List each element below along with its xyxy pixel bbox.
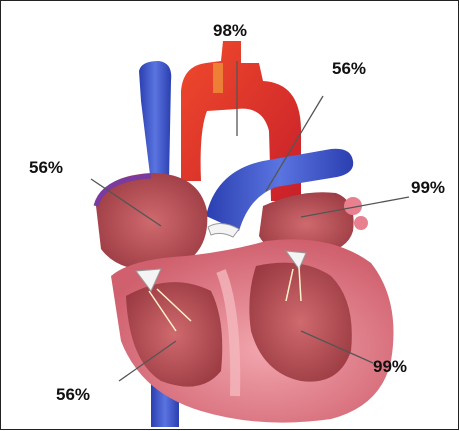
label-left-ventricle: 99% [373,357,407,377]
label-left-atrium: 99% [411,178,445,198]
superior-vena-cava [139,61,171,183]
label-right-ventricle: 56% [56,385,90,405]
label-right-atrium: 56% [29,158,63,178]
label-aorta: 56% [332,59,366,79]
label-pulmonary-top: 98% [213,21,247,41]
